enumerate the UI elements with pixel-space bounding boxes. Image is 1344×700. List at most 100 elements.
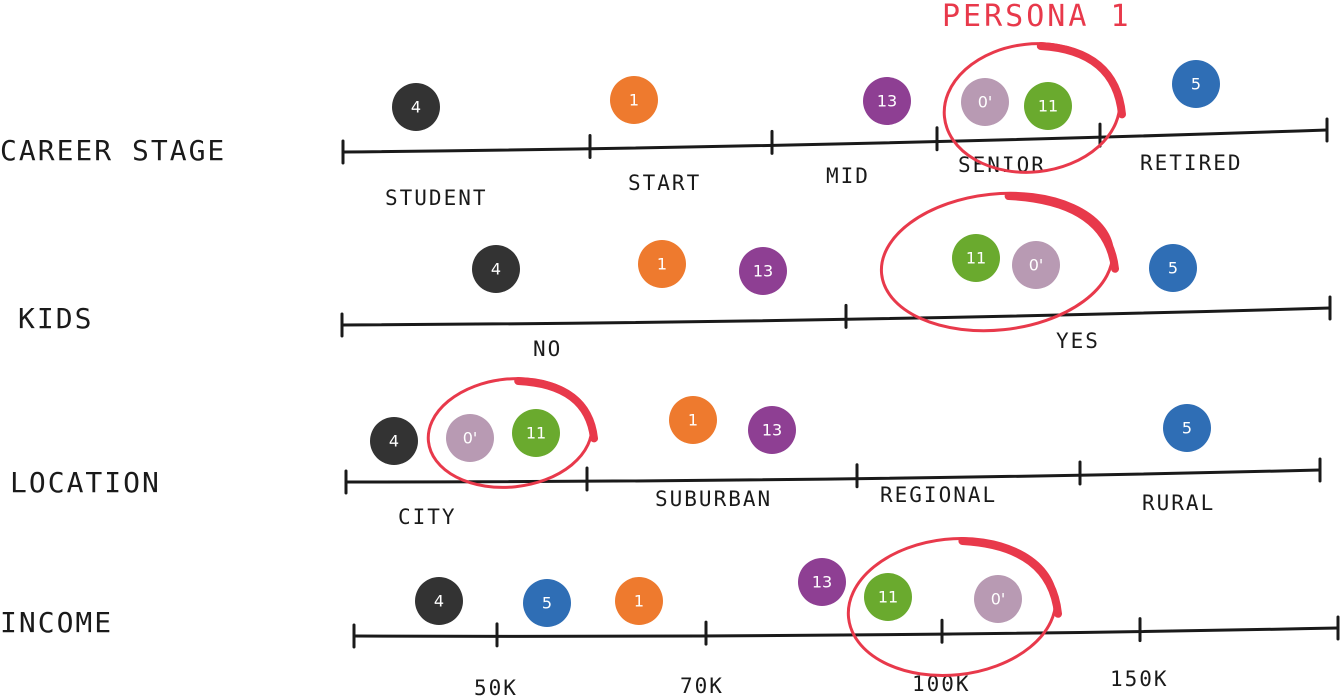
persona-dot bbox=[1163, 404, 1211, 452]
persona-number: 5 bbox=[1182, 419, 1192, 438]
persona-marker: 0' bbox=[961, 78, 1009, 126]
segment-label-150k: 150K bbox=[1110, 667, 1169, 691]
persona-marker: 5 bbox=[523, 579, 571, 627]
persona-dot bbox=[863, 77, 911, 125]
persona-number: 4 bbox=[389, 432, 399, 451]
persona-dot bbox=[1149, 244, 1197, 292]
persona-number: 5 bbox=[1168, 259, 1178, 278]
persona-dot bbox=[739, 247, 787, 295]
segment-label-suburban: SUBURBAN bbox=[655, 487, 772, 511]
persona-marker: 1 bbox=[610, 76, 658, 124]
highlight-stroke bbox=[958, 537, 1062, 618]
persona-dot bbox=[961, 78, 1009, 126]
persona-marker: 0' bbox=[974, 575, 1022, 623]
persona-number: 11 bbox=[878, 588, 898, 607]
persona-number: 1 bbox=[629, 91, 639, 110]
highlight-stroke bbox=[1036, 42, 1126, 119]
segment-label-rural: RURAL bbox=[1142, 491, 1215, 515]
persona-marker: 5 bbox=[1163, 404, 1211, 452]
persona-number: 0' bbox=[463, 429, 478, 448]
segment-label-yes: YES bbox=[1056, 329, 1100, 353]
persona-number: 1 bbox=[688, 411, 698, 430]
persona-marker: 11 bbox=[512, 409, 560, 457]
persona-number: 4 bbox=[491, 260, 501, 279]
persona-dot bbox=[370, 417, 418, 465]
persona-number: 0' bbox=[991, 590, 1006, 609]
persona-number: 11 bbox=[1038, 97, 1058, 116]
persona-marker: 13 bbox=[748, 406, 796, 454]
persona-dot bbox=[615, 577, 663, 625]
persona-dot bbox=[392, 83, 440, 131]
persona-dot bbox=[610, 76, 658, 124]
persona-marker: 11 bbox=[1024, 82, 1072, 130]
segment-label-no: NO bbox=[533, 337, 562, 361]
persona-marker: 5 bbox=[1172, 60, 1220, 108]
persona-marker: 4 bbox=[415, 577, 463, 625]
highlight-stroke bbox=[514, 377, 598, 443]
segment-label-70k: 70K bbox=[680, 674, 724, 698]
persona-dot bbox=[415, 577, 463, 625]
persona-number: 5 bbox=[1191, 75, 1201, 94]
persona-number: 13 bbox=[762, 421, 782, 440]
row-kids: KIDS NO YES 4 1 13 11 0' 5 bbox=[18, 191, 1332, 361]
segment-label-50k: 50K bbox=[474, 676, 518, 700]
highlight-stroke bbox=[1004, 192, 1119, 273]
persona-dot bbox=[864, 573, 912, 621]
persona-dot bbox=[1172, 60, 1220, 108]
persona-marker: 4 bbox=[472, 245, 520, 293]
axis-line bbox=[340, 306, 1332, 327]
segment-label-retired: RETIRED bbox=[1140, 151, 1243, 175]
persona-marker: 11 bbox=[952, 234, 1000, 282]
persona-number: 0' bbox=[1029, 256, 1044, 275]
segment-label-regional: REGIONAL bbox=[880, 483, 997, 507]
persona-number: 5 bbox=[542, 594, 552, 613]
axis-line bbox=[344, 468, 1322, 484]
segment-label-city: CITY bbox=[398, 505, 457, 529]
persona-marker: 4 bbox=[370, 417, 418, 465]
persona-marker: 11 bbox=[864, 573, 912, 621]
persona-marker: 5 bbox=[1149, 244, 1197, 292]
persona-dot bbox=[669, 396, 717, 444]
persona-dot bbox=[1024, 82, 1072, 130]
row-label: CAREER STAGE bbox=[0, 134, 226, 167]
segment-label-start: START bbox=[628, 171, 701, 195]
persona-number: 13 bbox=[877, 92, 897, 111]
persona-number: 1 bbox=[657, 255, 667, 274]
segment-label-mid: MID bbox=[826, 164, 870, 188]
row-label: INCOME bbox=[0, 606, 113, 639]
persona-dot bbox=[512, 409, 560, 457]
persona-marker: 1 bbox=[638, 240, 686, 288]
persona-dot bbox=[523, 579, 571, 627]
persona-number: 4 bbox=[434, 592, 444, 611]
persona-marker: 1 bbox=[669, 396, 717, 444]
persona-number: 4 bbox=[411, 98, 421, 117]
persona-dot bbox=[748, 406, 796, 454]
axis-line bbox=[352, 626, 1340, 638]
persona-dot bbox=[952, 234, 1000, 282]
persona-dot bbox=[446, 414, 494, 462]
persona-marker: 13 bbox=[863, 77, 911, 125]
persona-marker: 0' bbox=[446, 414, 494, 462]
persona-dot bbox=[974, 575, 1022, 623]
persona-marker: 4 bbox=[392, 83, 440, 131]
persona-number: 1 bbox=[634, 592, 644, 611]
persona-dot bbox=[472, 245, 520, 293]
persona-number: 0' bbox=[978, 93, 993, 112]
persona-marker: 13 bbox=[739, 247, 787, 295]
axis-line bbox=[341, 128, 1329, 154]
diagram-title: PERSONA 1 bbox=[942, 0, 1132, 34]
persona-marker: 1 bbox=[615, 577, 663, 625]
row-label: KIDS bbox=[18, 302, 93, 335]
segment-label-student: STUDENT bbox=[385, 186, 488, 210]
persona-dot bbox=[798, 558, 846, 606]
persona-dot bbox=[638, 240, 686, 288]
persona-number: 13 bbox=[753, 262, 773, 281]
row-label: LOCATION bbox=[10, 466, 161, 499]
persona-number: 11 bbox=[966, 249, 986, 268]
persona-number: 13 bbox=[812, 573, 832, 592]
persona-marker: 0' bbox=[1012, 241, 1060, 289]
persona-number: 11 bbox=[526, 424, 546, 443]
